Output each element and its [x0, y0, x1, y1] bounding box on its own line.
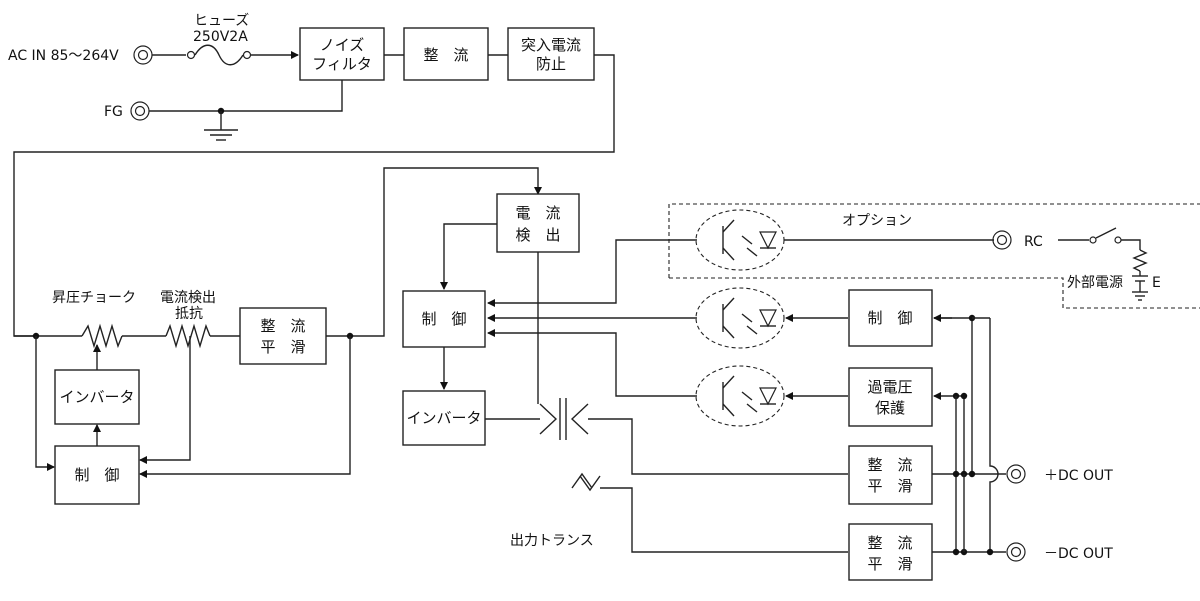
neg-smoothing-block — [848, 523, 933, 581]
inrush-label-1: 突入電流 — [521, 36, 581, 54]
external-power-label: 外部電源 — [1067, 275, 1123, 291]
current-detect-label-1: 電 流 — [515, 204, 560, 222]
fuse-rating-label: 250V2A — [193, 29, 248, 45]
option-label: オプション — [842, 213, 912, 229]
rc-switch — [1095, 227, 1117, 239]
left-control-block — [54, 445, 140, 505]
external-battery-symbol — [1132, 275, 1148, 301]
e-label: E — [1152, 275, 1161, 291]
noise-filter-label-2: フィルタ — [312, 55, 372, 73]
boost-choke-symbol — [81, 323, 123, 349]
dc-out-neg-label: －DC OUT — [1044, 546, 1113, 562]
ac-in-terminal — [133, 45, 153, 65]
left-smoothing-label-2: 平 滑 — [260, 338, 305, 356]
pos-smoothing-label-2: 平 滑 — [867, 477, 912, 495]
mid-control-block — [402, 290, 486, 348]
overvoltage-protection-block — [848, 367, 933, 427]
left-smoothing-label-1: 整 流 — [260, 317, 305, 335]
current-detect-resistor-label-2: 抵抗 — [175, 306, 203, 322]
rectifier-block — [403, 27, 489, 81]
photocoupler-option — [695, 209, 785, 271]
mid-inverter-block — [402, 390, 486, 446]
fuse-label: ヒューズ — [194, 13, 249, 29]
pos-smoothing-block — [848, 445, 933, 505]
pos-smoothing-label-1: 整 流 — [867, 456, 912, 474]
right-control-block — [848, 289, 933, 347]
boost-choke-label: 昇圧チョーク — [52, 290, 136, 306]
overvoltage-label-2: 保護 — [875, 399, 905, 417]
ac-in-label: AC IN 85～264V — [8, 48, 119, 64]
left-smoothing-block — [239, 307, 327, 365]
fg-label: FG — [104, 104, 123, 120]
ground-symbol-fg — [204, 111, 238, 141]
right-control-label: 制 御 — [867, 309, 912, 327]
current-detect-block — [496, 193, 580, 253]
inrush-limit-block — [507, 27, 595, 81]
dc-out-pos-label: ＋DC OUT — [1044, 468, 1113, 484]
overvoltage-label-1: 過電圧 — [867, 378, 912, 396]
photocoupler-overvoltage — [695, 365, 785, 427]
external-resistor-symbol — [1132, 249, 1148, 272]
rc-label: RC — [1024, 234, 1043, 250]
left-inverter-block — [54, 369, 140, 425]
output-transformer-symbol — [539, 398, 601, 492]
left-control-label: 制 御 — [74, 466, 119, 484]
current-detect-label-2: 検 出 — [515, 226, 560, 244]
output-transformer-label: 出力トランス — [510, 533, 594, 549]
noise-filter-label-1: ノイズ — [320, 36, 365, 54]
current-detect-resistor-symbol — [165, 323, 211, 349]
option-boundary-bottom — [669, 277, 1200, 309]
photocoupler-control — [695, 287, 785, 349]
rc-terminal — [992, 230, 1012, 250]
dc-out-pos-terminal — [1006, 464, 1026, 484]
left-inverter-label: インバータ — [59, 388, 134, 406]
neg-smoothing-label-1: 整 流 — [867, 534, 912, 552]
neg-smoothing-label-2: 平 滑 — [867, 555, 912, 573]
dc-out-neg-terminal — [1006, 542, 1026, 562]
mid-inverter-label: インバータ — [406, 409, 481, 427]
fuse-symbol — [152, 44, 299, 66]
inrush-label-2: 防止 — [536, 55, 566, 73]
noise-filter-block — [299, 27, 385, 81]
mid-control-label: 制 御 — [421, 310, 466, 328]
rectifier-label: 整 流 — [423, 46, 468, 64]
current-detect-resistor-label-1: 電流検出 — [160, 290, 216, 306]
option-boundary-top — [668, 203, 1200, 278]
fg-terminal — [130, 101, 150, 121]
